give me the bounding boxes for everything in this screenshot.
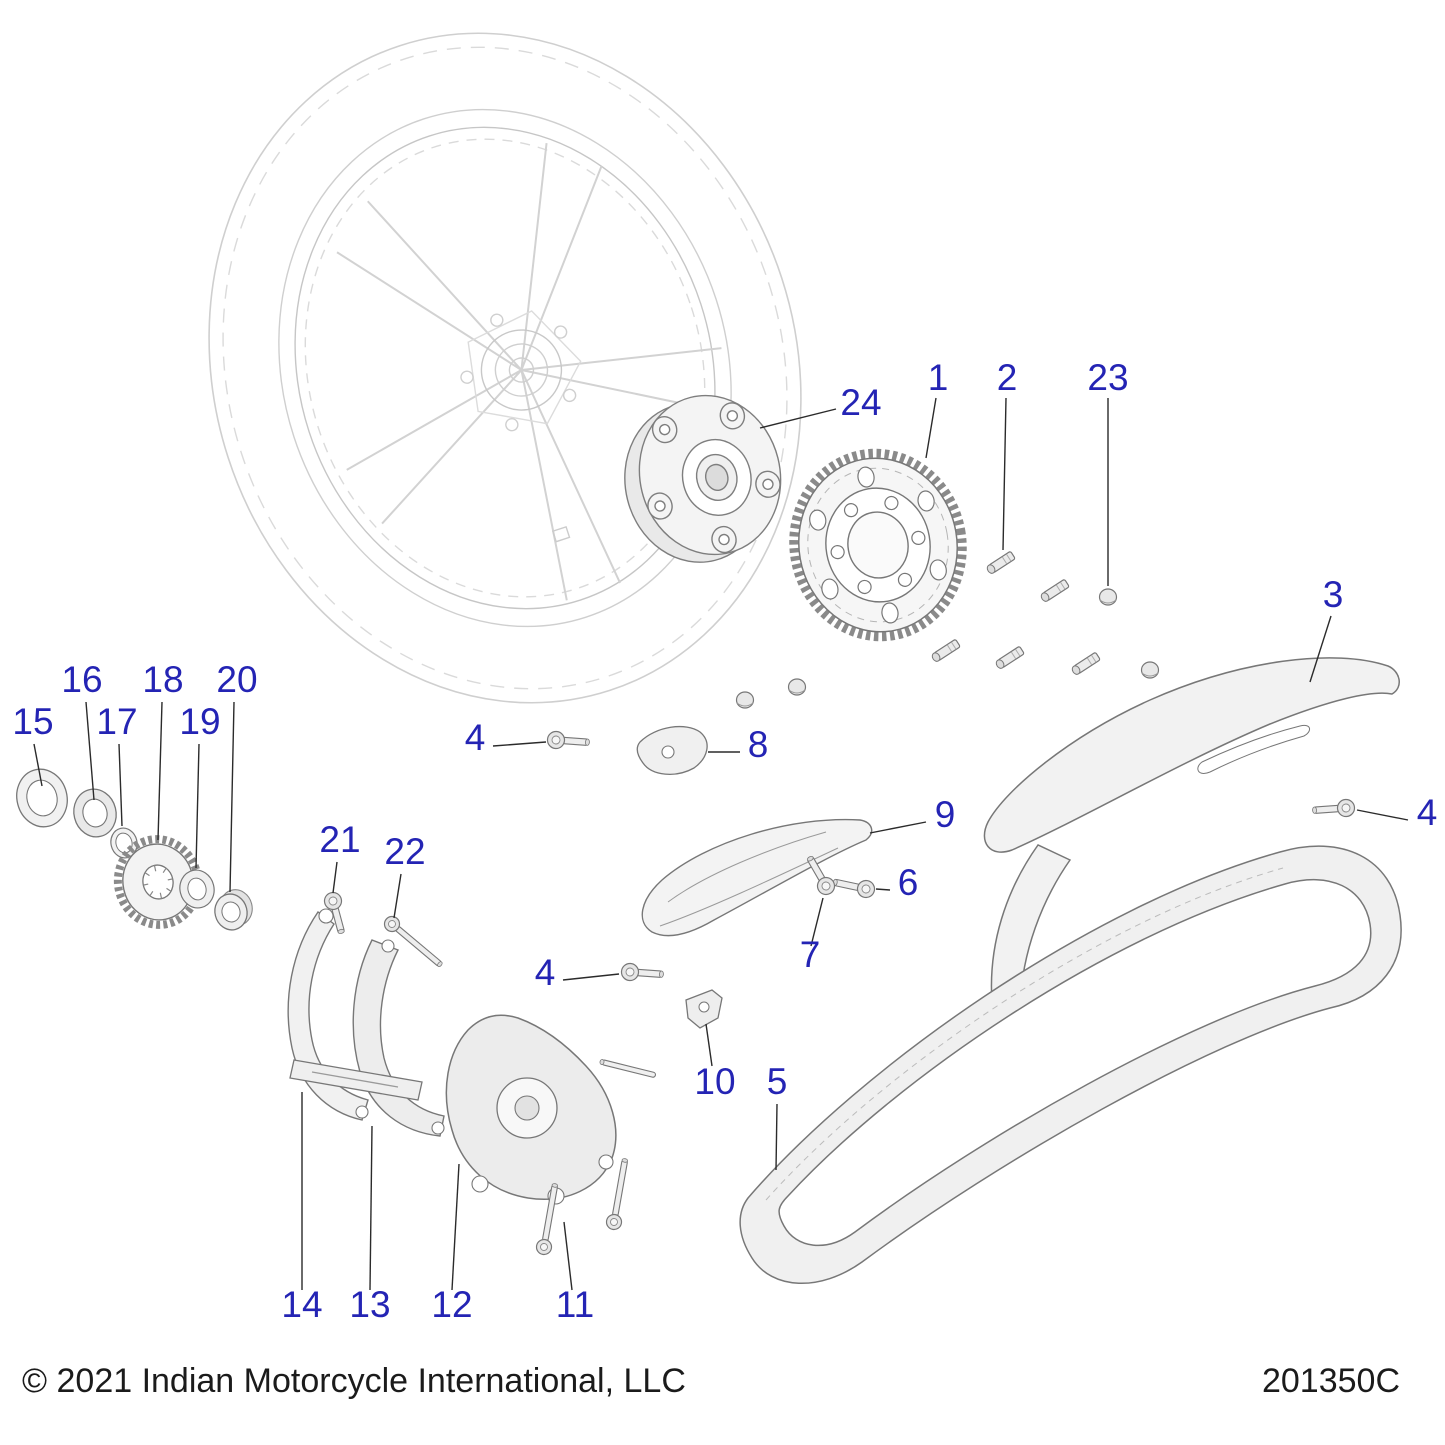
rear-wheel [208,32,802,704]
callout-21: 21 [319,819,360,860]
callout-5: 5 [767,1061,788,1102]
callout-18: 18 [142,659,183,700]
sprocket-cover [445,1014,617,1205]
callout-20: 20 [216,659,257,700]
callout-11: 11 [556,1284,594,1325]
locknut-20 [214,889,253,931]
callout-2: 2 [997,357,1018,398]
diagram-code: 201350C [1262,1362,1400,1400]
copyright-text: © 2021 Indian Motorcycle International, … [22,1362,686,1400]
callout-16: 16 [61,659,102,700]
callout-15: 15 [12,701,53,742]
callout-6: 6 [898,862,919,903]
callout-19: 19 [179,701,220,742]
callout-10: 10 [694,1061,735,1102]
flange-bolt-4b [620,962,665,984]
washer-19 [179,869,215,909]
guide-bracket [685,989,723,1029]
rear-sprocket [789,448,967,642]
flange-bolt-4a [546,730,591,752]
dowel-pin [598,1058,657,1079]
callout-4-c: 4 [1417,792,1438,833]
spacer-16 [73,788,117,838]
flange-bolt-4c [1311,798,1356,820]
drive-belt [739,845,1402,1284]
guard-bracket-rear [352,939,445,1137]
callout-12: 12 [431,1284,472,1325]
callout-4-b: 4 [535,952,556,993]
callout-23: 23 [1087,357,1128,398]
callout-14: 14 [281,1284,322,1325]
callout-8: 8 [748,724,769,765]
flange-bolt-6 [830,873,877,900]
leader-lines [33,397,1409,1291]
callout-7: 7 [800,934,821,975]
callout-1: 1 [928,357,949,398]
chain-guide-upper [641,818,873,937]
callout-4-a: 4 [465,717,486,758]
sprocket-carrier [624,394,782,563]
callout-24: 24 [840,382,881,423]
callout-13: 13 [349,1284,390,1325]
callout-17: 17 [96,701,137,742]
adjuster-strap [289,1059,423,1101]
wheel-spokes [336,143,725,601]
callout-3: 3 [1323,574,1344,615]
callout-9: 9 [935,794,956,835]
callout-22: 22 [384,831,425,872]
seal-washer-15 [16,768,68,828]
chain-guide-clip [636,725,708,775]
